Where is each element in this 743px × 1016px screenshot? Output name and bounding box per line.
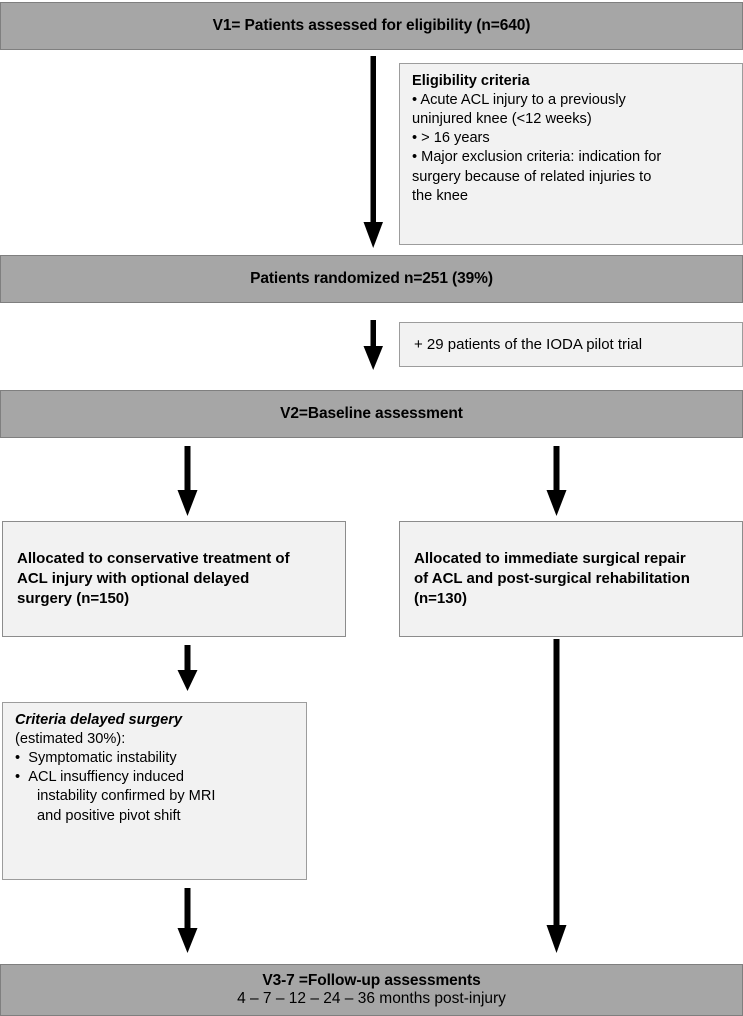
eligibility-criteria-box: Eligibility criteria • Acute ACL injury …: [399, 63, 743, 245]
eligibility-item-3-line-3: the knee: [412, 187, 468, 204]
stage-bar-followup-line-2: 4 – 7 – 12 – 24 – 36 months post-injury: [237, 989, 506, 1007]
stage-bar-randomized-label: Patients randomized n=251 (39%): [250, 270, 493, 288]
allocation-surgical-line-3: (n=130): [414, 589, 467, 607]
criteria-delayed-surgery-box: Criteria delayed surgery (estimated 30%)…: [2, 702, 307, 880]
arrow-criteria-to-followup: [176, 888, 200, 953]
arrow-v2-to-surgical: [545, 446, 569, 516]
arrow-conservative-to-criteria: [176, 645, 200, 691]
arrow-randomized-to-v2: [362, 320, 386, 370]
allocation-conservative-line-1: Allocated to conservative treatment of: [17, 550, 290, 568]
arrow-surgical-to-followup: [545, 639, 569, 953]
criteria-bullet-2-line-2: instability confirmed by MRI: [37, 788, 216, 805]
allocation-conservative-line-3: surgery (n=150): [17, 589, 130, 607]
stage-bar-v1-label: V1= Patients assessed for eligibility (n…: [212, 17, 531, 35]
eligibility-criteria-title: Eligibility criteria: [412, 73, 530, 89]
allocation-surgical-line-1: Allocated to immediate surgical repair: [414, 550, 686, 568]
stage-bar-randomized: Patients randomized n=251 (39%): [0, 255, 743, 303]
criteria-bullet-2-line-1: ACL insuffiency induced: [28, 769, 184, 786]
criteria-bullet-2-line-3: and positive pivot shift: [37, 807, 181, 824]
arrow-v1-to-randomized: [362, 56, 386, 248]
criteria-bullet-2: • ACL insuffiency induced: [15, 769, 184, 786]
stage-bar-v1: V1= Patients assessed for eligibility (n…: [0, 2, 743, 50]
stage-bar-v2-label: V2=Baseline assessment: [280, 405, 463, 423]
allocation-box-surgical: Allocated to immediate surgical repair o…: [399, 521, 743, 637]
eligibility-item-3-line-2: surgery because of related injuries to: [412, 168, 652, 185]
allocation-box-conservative: Allocated to conservative treatment of A…: [2, 521, 346, 637]
allocation-surgical-line-2: of ACL and post-surgical rehabilitation: [414, 570, 690, 588]
eligibility-item-1-line-2: uninjured knee (<12 weeks): [412, 111, 592, 128]
pilot-trial-note-label: + 29 patients of the IODA pilot trial: [414, 336, 643, 353]
stage-bar-followup-line-1: V3-7 =Follow-up assessments: [262, 971, 481, 989]
criteria-bullet-1: • Symptomatic instability: [15, 750, 177, 767]
arrow-v2-to-conservative: [176, 446, 200, 516]
pilot-trial-note-box: + 29 patients of the IODA pilot trial: [399, 322, 743, 367]
eligibility-item-2-line-1: • > 16 years: [412, 130, 490, 147]
allocation-conservative-line-2: ACL injury with optional delayed: [17, 570, 250, 588]
criteria-delayed-surgery-title: Criteria delayed surgery: [15, 712, 183, 728]
criteria-bullet-1-text: Symptomatic instability: [28, 750, 177, 767]
eligibility-item-1-line-1: • Acute ACL injury to a previously: [412, 92, 626, 109]
criteria-delayed-surgery-subtitle: (estimated 30%):: [15, 731, 126, 748]
eligibility-item-3-line-1: • Major exclusion criteria: indication f…: [412, 149, 662, 166]
stage-bar-v2: V2=Baseline assessment: [0, 390, 743, 438]
stage-bar-followup: V3-7 =Follow-up assessments 4 – 7 – 12 –…: [0, 964, 743, 1016]
